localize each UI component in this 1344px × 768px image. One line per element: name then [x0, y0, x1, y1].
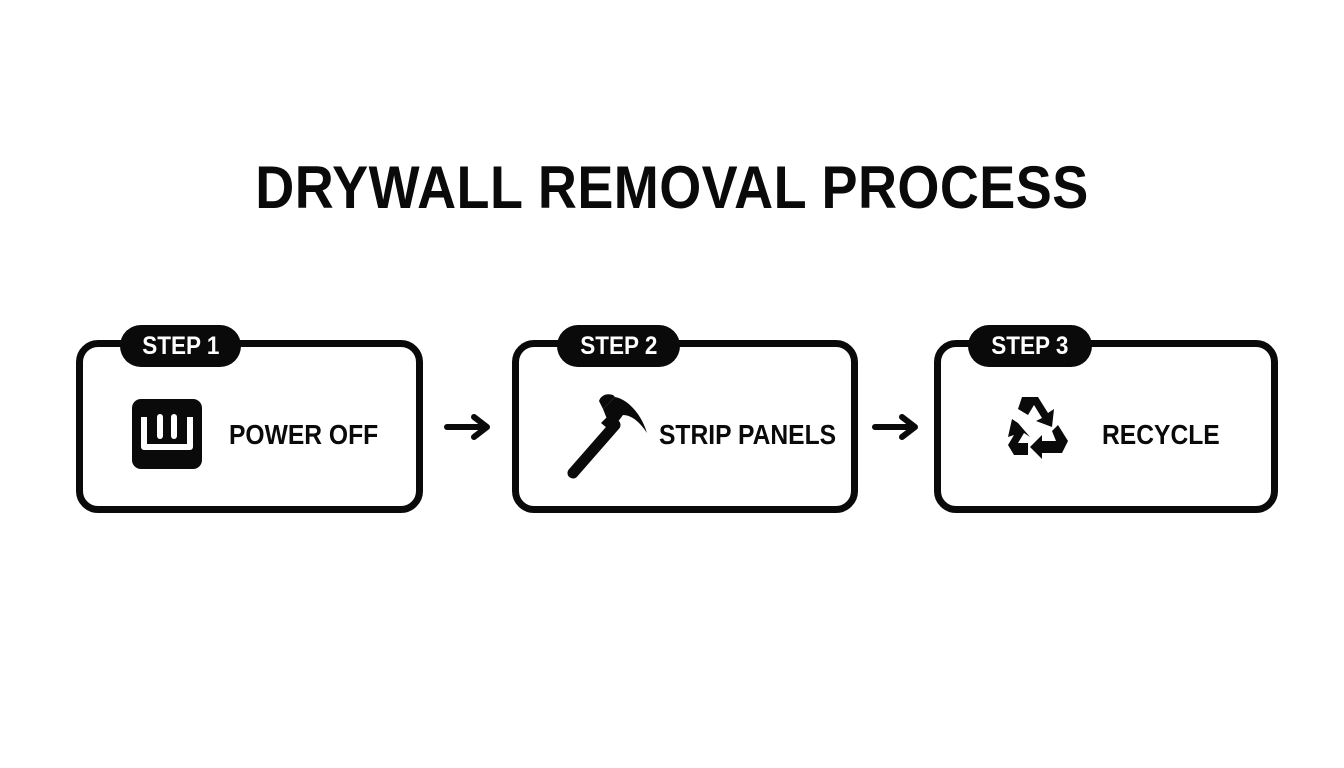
step-badge: STEP 3: [968, 325, 1092, 367]
step-badge-label: STEP 2: [579, 332, 658, 360]
step-label: STRIP PANELS: [659, 419, 837, 450]
step-badge-label: STEP 1: [141, 332, 220, 360]
arrow-right-icon: [444, 414, 490, 440]
power-outlet-icon: [132, 399, 202, 469]
step-card-recycle: STEP 3 RECYCLE: [934, 325, 1278, 513]
step-badge: STEP 1: [120, 325, 241, 367]
step-badge: STEP 2: [557, 325, 680, 367]
hammer-icon: [567, 394, 647, 479]
step-badge-label: STEP 3: [991, 332, 1069, 360]
diagram-title: DRYWALL REMOVAL PROCESS: [255, 154, 1089, 221]
step-label: RECYCLE: [1102, 419, 1220, 450]
arrow-right-icon: [872, 414, 918, 440]
recycle-icon: [1008, 397, 1068, 459]
step-label: POWER OFF: [229, 419, 379, 450]
step-card-strip-panels: STEP 2 STRIP PANELS: [512, 325, 858, 513]
step-card-power-off: STEP 1 POWER OFF: [76, 325, 423, 513]
